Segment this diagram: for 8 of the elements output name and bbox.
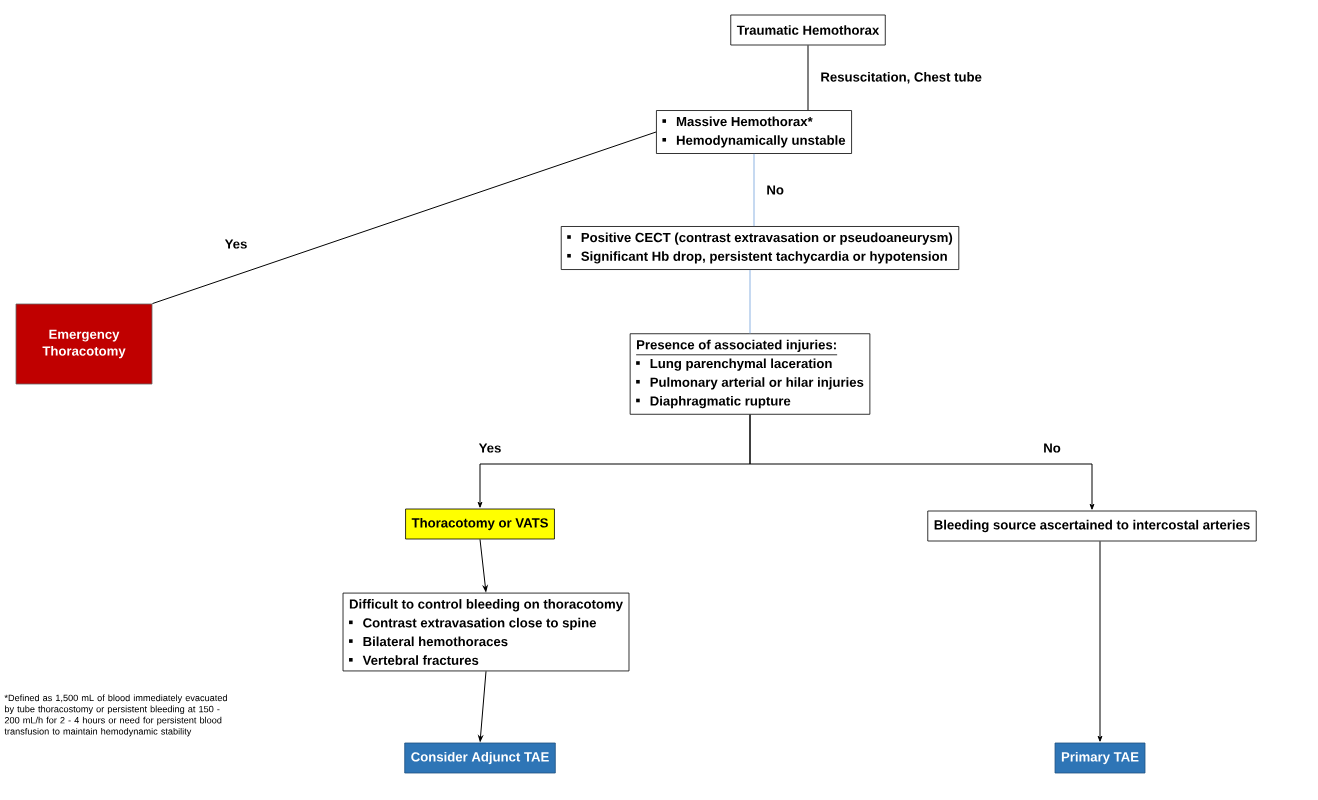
connector	[479, 538, 488, 592]
connector	[807, 44, 809, 111]
connector	[749, 414, 1095, 510]
connector	[1097, 540, 1103, 742]
connector	[151, 131, 657, 305]
connector	[478, 670, 487, 742]
connector	[749, 269, 751, 334]
connector	[753, 153, 755, 227]
